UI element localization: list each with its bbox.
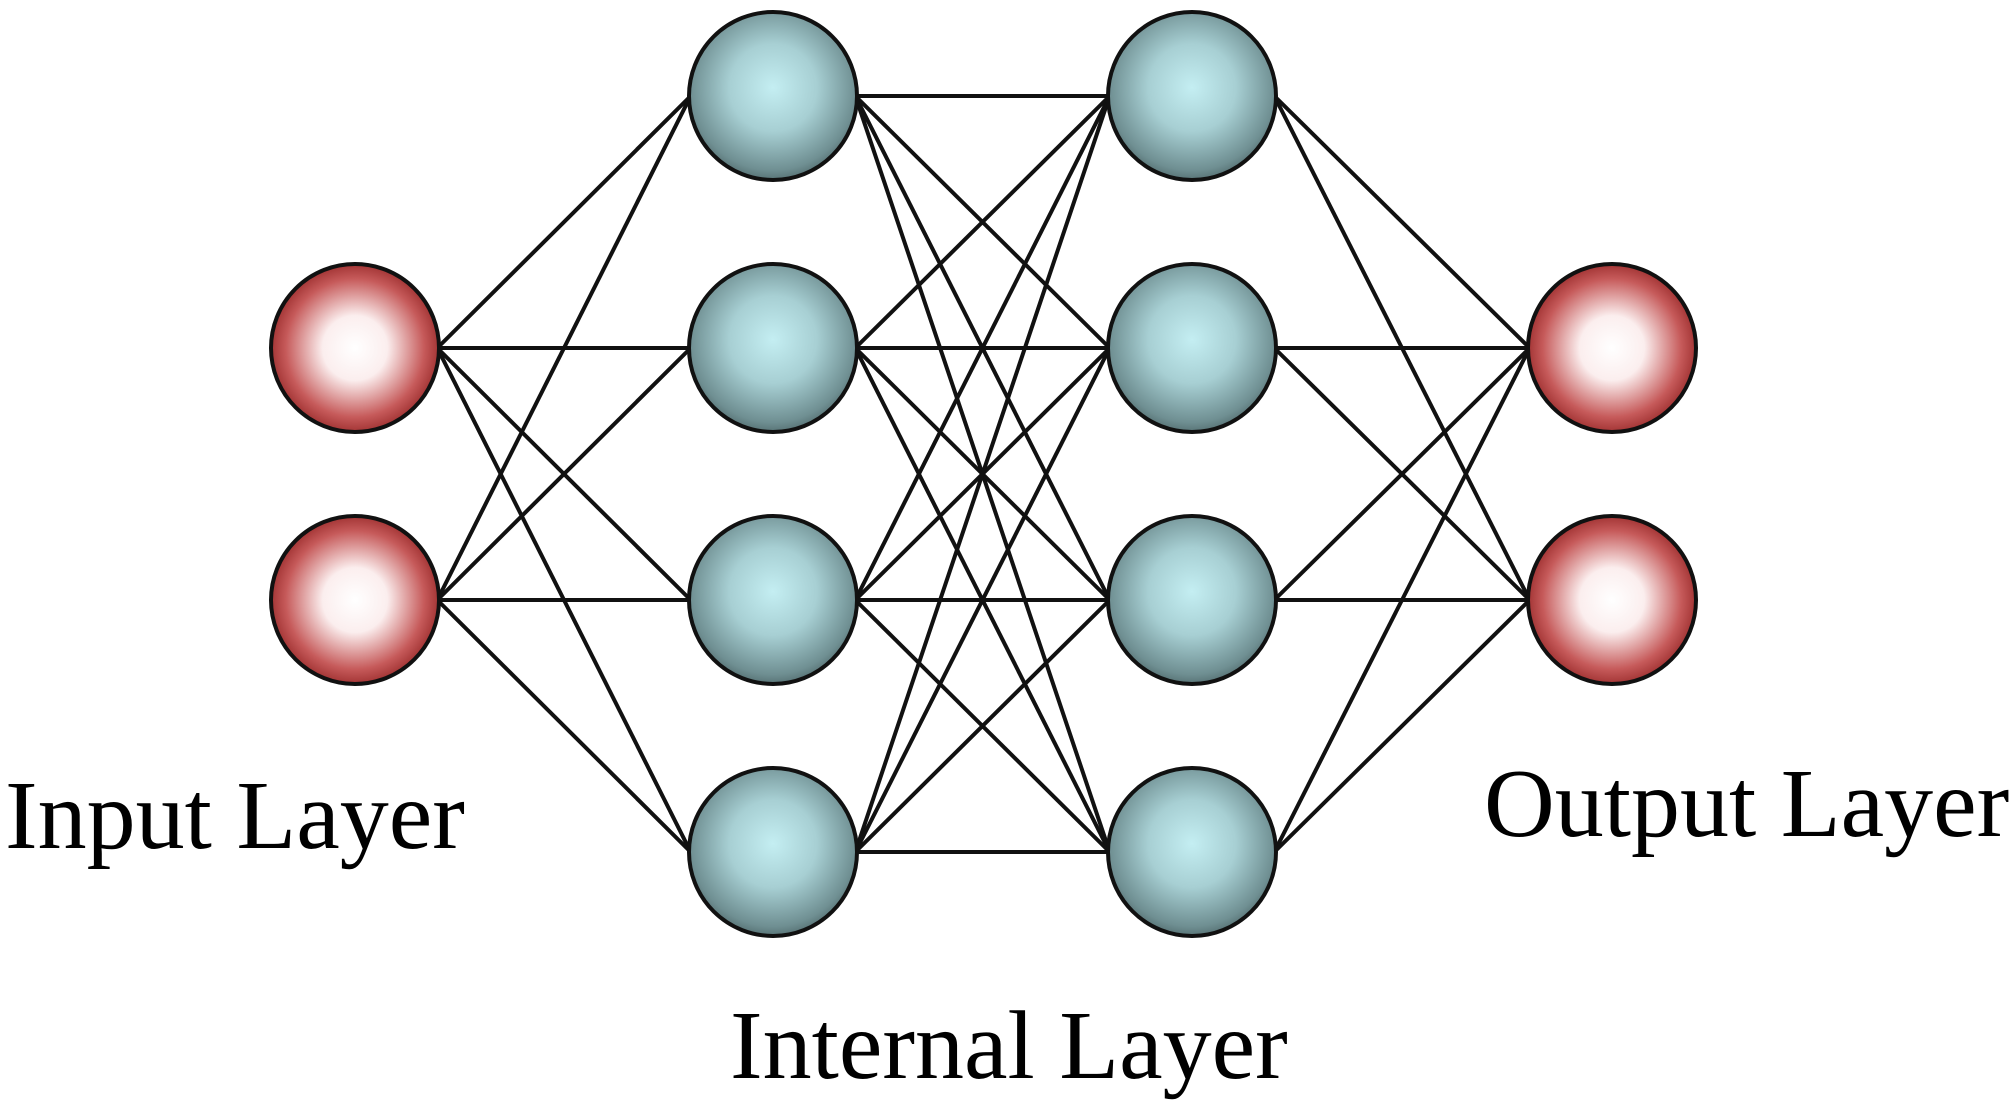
node-output-1 <box>1526 262 1698 434</box>
edge-internal-1-4-to-internal-2-3 <box>853 598 1112 854</box>
node-output-2 <box>1526 514 1698 686</box>
node-internal-2-2 <box>1106 262 1278 434</box>
node-internal-2-3 <box>1106 514 1278 686</box>
edge-internal-2-1-to-output-1 <box>1272 94 1532 350</box>
edge-internal-1-4-to-internal-2-1 <box>853 95 1112 853</box>
node-internal-1-2 <box>687 262 859 434</box>
edge-input-2-to-internal-1-4 <box>435 598 693 854</box>
edge-internal-2-4-to-output-2 <box>1272 598 1532 854</box>
edge-input-2-to-internal-1-2 <box>435 346 693 602</box>
node-internal-2-1 <box>1106 10 1278 182</box>
connection-lines <box>435 94 1532 854</box>
edge-internal-2-4-to-output-1 <box>1272 347 1532 853</box>
edge-internal-1-4-to-internal-2-2 <box>853 347 1112 853</box>
network-nodes <box>269 10 1698 938</box>
internal-layer-label: Internal Layer <box>730 992 1288 1100</box>
edge-internal-2-3-to-output-1 <box>1272 346 1532 602</box>
node-input-1 <box>269 262 441 434</box>
input-layer-label: Input Layer <box>5 762 465 870</box>
node-internal-1-4 <box>687 766 859 938</box>
edge-internal-1-3-to-internal-2-1 <box>853 95 1112 601</box>
node-internal-2-4 <box>1106 766 1278 938</box>
edge-input-1-to-internal-1-1 <box>435 94 693 350</box>
node-input-2 <box>269 514 441 686</box>
output-layer-label: Output Layer <box>1484 750 2009 858</box>
edge-internal-1-2-to-internal-2-1 <box>853 94 1112 350</box>
node-internal-1-1 <box>687 10 859 182</box>
node-internal-1-3 <box>687 514 859 686</box>
edge-input-2-to-internal-1-1 <box>435 95 693 601</box>
